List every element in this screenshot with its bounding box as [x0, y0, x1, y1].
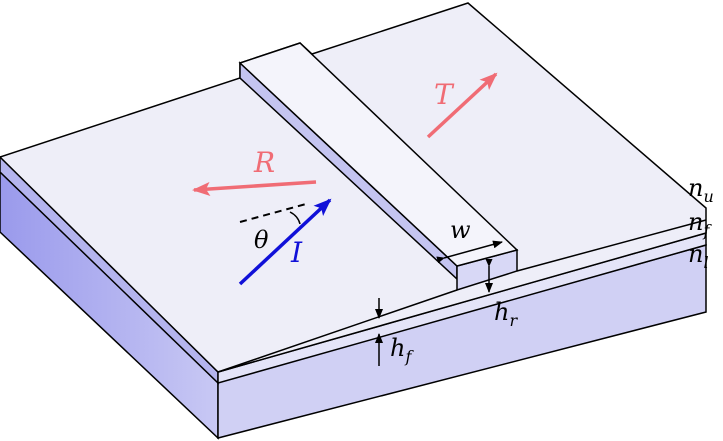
transmitted-label: T: [434, 78, 455, 111]
reflected-label: R: [253, 146, 275, 179]
slab-left-edge: [217, 289, 458, 373]
angle-arc: [289, 211, 301, 225]
width-label: w: [450, 216, 471, 244]
n-upper-label: nu: [688, 174, 714, 206]
ridge-top-face: [238, 42, 519, 267]
reflected-arrow: [192, 180, 317, 196]
incident-label: I: [290, 236, 303, 269]
n-film-label: nf: [688, 208, 712, 240]
angle-label: θ: [254, 226, 269, 254]
slab-right-edge: [516, 219, 707, 272]
incident-arrow: [238, 198, 332, 286]
transmitted-arrow: [426, 72, 498, 139]
film-height-label: hf: [390, 334, 414, 366]
ridge-height-label: hr: [494, 298, 518, 330]
width-dimension: [436, 240, 503, 264]
n-lower-label: nl: [688, 240, 709, 272]
